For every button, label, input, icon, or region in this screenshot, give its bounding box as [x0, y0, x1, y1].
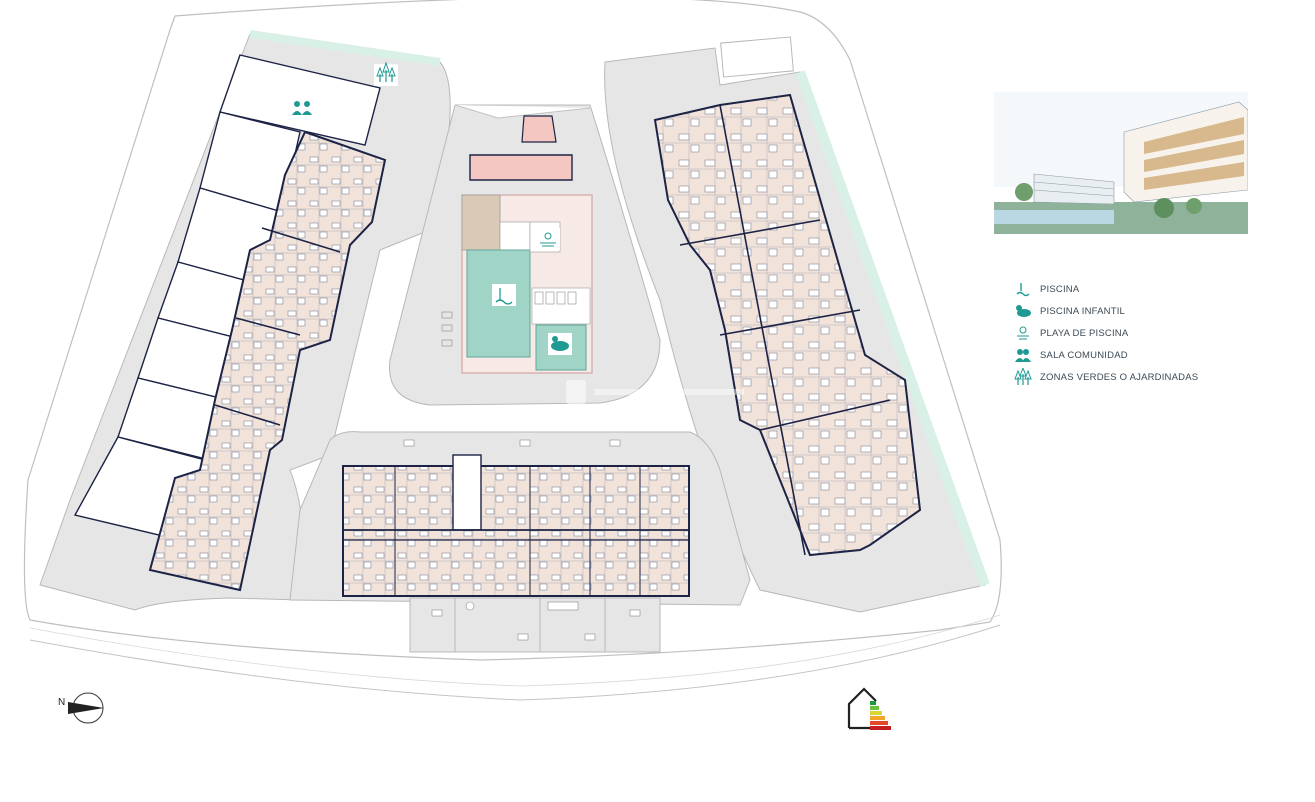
bottom-terraces	[409, 597, 661, 653]
sidewalk-edge	[29, 614, 1001, 687]
legend-item-community-room: SALA COMUNIDAD	[1012, 344, 1242, 366]
pool-access-building	[521, 115, 557, 143]
north-compass-icon: N	[58, 692, 104, 724]
compass-label: N	[58, 697, 65, 708]
left-green-strip	[249, 30, 441, 66]
pool-beach-icon	[1012, 323, 1034, 343]
bottom-stair-core	[452, 454, 482, 531]
legend-label: PISCINA	[1040, 283, 1080, 295]
bottom-apartments	[342, 465, 690, 597]
pool-services-building	[469, 154, 573, 181]
green-zones-icon	[374, 61, 398, 86]
kids-pool-icon	[1012, 301, 1034, 321]
community-room-icon	[1012, 345, 1034, 365]
legend-item-pool: PISCINA	[1012, 278, 1242, 300]
watermark	[566, 380, 744, 404]
street-edge	[29, 624, 1001, 701]
pool-pergola	[461, 194, 501, 251]
legend-label: SALA COMUNIDAD	[1040, 349, 1128, 361]
building-render	[994, 92, 1248, 234]
legend: PISCINA PISCINA INFANTIL PLAYA DE PISCIN…	[1012, 278, 1242, 388]
legend-item-kids-pool: PISCINA INFANTIL	[1012, 300, 1242, 322]
legend-label: PISCINA INFANTIL	[1040, 305, 1126, 317]
terrace-furniture	[403, 439, 641, 641]
legend-label: PLAYA DE PISCINA	[1040, 327, 1129, 339]
pool-icon	[1012, 279, 1034, 299]
pool-icon	[492, 284, 516, 306]
pool-beach-icon	[536, 228, 560, 250]
green-zones-icon	[1012, 367, 1034, 387]
community-room-icon	[290, 97, 314, 119]
right-green-strip	[795, 70, 990, 587]
legend-item-pool-beach: PLAYA DE PISCINA	[1012, 322, 1242, 344]
legend-item-green-zones: ZONAS VERDES O AJARDINADAS	[1012, 366, 1242, 388]
right-apartments	[653, 93, 922, 557]
sun-loungers	[531, 287, 591, 325]
kids-pool-icon	[548, 333, 572, 355]
energy-rating-icon	[847, 687, 891, 730]
legend-label: ZONAS VERDES O AJARDINADAS	[1040, 371, 1199, 383]
